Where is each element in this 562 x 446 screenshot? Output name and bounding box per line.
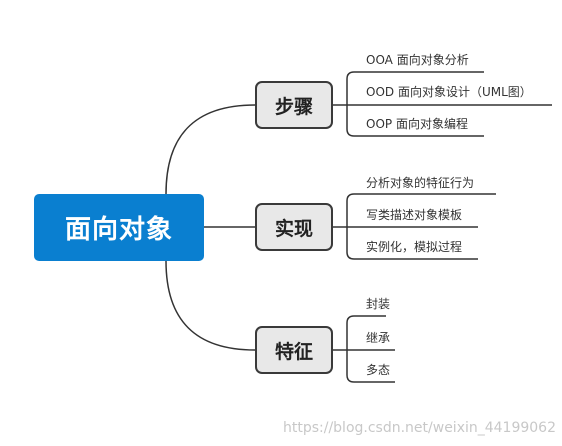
leaf-instantiate: 实例化，模拟过程 xyxy=(366,240,463,254)
root-to-branch-3-line xyxy=(165,260,256,351)
root-node: 面向对象 xyxy=(34,194,204,261)
branch-2-leaf-1-line xyxy=(346,193,496,227)
branch-node-label: 特征 xyxy=(274,340,313,363)
root-node-label: 面向对象 xyxy=(64,215,173,245)
branch-node-steps: 步骤 xyxy=(255,81,333,129)
branch-2-leaf-3-line xyxy=(346,227,478,260)
branch-node-label: 步骤 xyxy=(274,95,313,118)
leaf-inheritance: 继承 xyxy=(366,331,391,345)
watermark-text: https://blog.csdn.net/weixin_44199062 xyxy=(282,420,556,436)
leaf-oop: OOP 面向对象编程 xyxy=(366,117,468,131)
branch-1-leaf-3-line xyxy=(346,105,484,137)
leaf-ooa: OOA 面向对象分析 xyxy=(366,53,469,67)
leaf-encapsulation: 封装 xyxy=(366,297,391,311)
leaf-analyze-behavior: 分析对象的特征行为 xyxy=(366,176,475,190)
branch-node-label: 实现 xyxy=(274,217,313,240)
branch-node-implementation: 实现 xyxy=(255,203,333,251)
root-to-branch-1-line xyxy=(165,104,256,195)
leaf-polymorphism: 多态 xyxy=(366,363,391,377)
leaf-ood: OOD 面向对象设计（UML图） xyxy=(366,85,532,99)
leaf-write-class-template: 写类描述对象模板 xyxy=(366,208,463,222)
branch-3-leaf-3-line xyxy=(346,350,395,383)
branch-1-leaf-1-line xyxy=(346,71,484,105)
branch-node-features: 特征 xyxy=(255,326,333,374)
branch-3-leaf-1-line xyxy=(346,315,386,350)
